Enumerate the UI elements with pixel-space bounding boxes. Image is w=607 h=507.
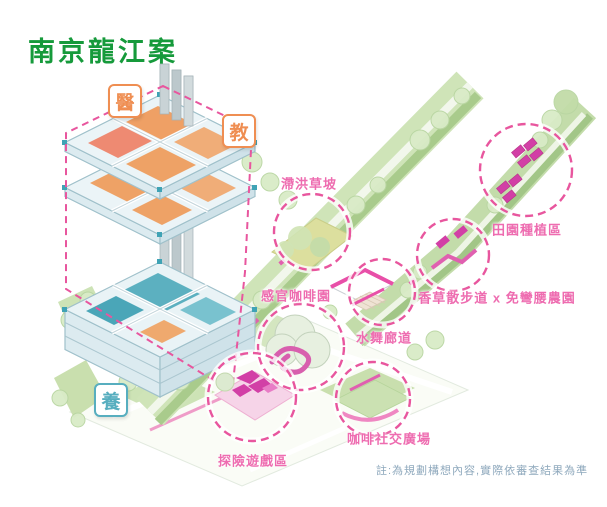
building-tag-education: 教 xyxy=(222,114,256,148)
feature-label-coffee-plaza: 咖啡社交廣場 xyxy=(346,431,432,447)
highlight-coffee-plaza xyxy=(332,358,414,440)
highlight-herb-walk xyxy=(413,215,493,295)
feature-label-sensory-coffee: 感官咖啡園 xyxy=(260,288,332,304)
page-title: 南京龍江案 xyxy=(28,37,178,68)
feature-label-flood-slope: 滯洪草坡 xyxy=(280,176,338,192)
feature-label-water-corridor: 水舞廊道 xyxy=(355,330,413,346)
feature-label-garden-planting: 田園種植區 xyxy=(491,222,563,238)
lower-block xyxy=(62,259,257,398)
highlight-circles xyxy=(204,120,576,445)
highlight-water-corridor xyxy=(329,255,419,329)
highlight-garden-planting xyxy=(476,120,576,220)
highlight-sensory-coffee xyxy=(254,300,348,394)
floor-1 xyxy=(62,92,257,200)
building-tag-medical: 醫 xyxy=(108,84,142,118)
building-tag-care: 養 xyxy=(94,383,128,417)
highlight-flood-slope xyxy=(270,190,354,274)
disclaimer-note: 註:為規劃構想內容,實際依審查結果為準 xyxy=(376,465,589,477)
feature-label-adventure-play: 探險遊戲區 xyxy=(217,453,289,469)
building-axon xyxy=(62,63,257,402)
highlight-adventure-play xyxy=(204,349,300,445)
feature-label-herb-walk: 香草散步道 x 免彎腰農園 xyxy=(418,290,576,306)
